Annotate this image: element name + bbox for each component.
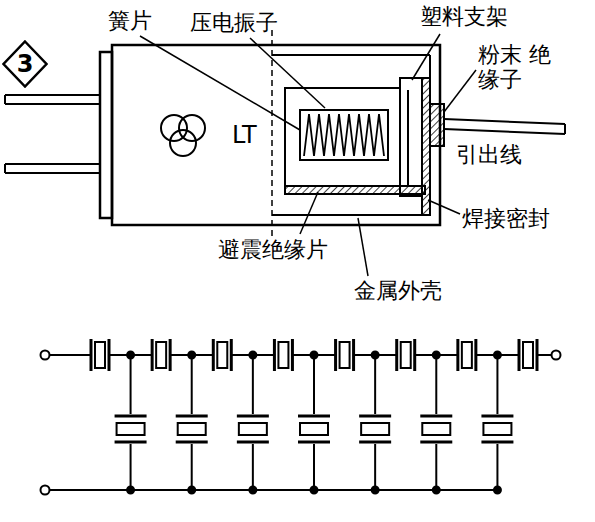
damper-label: 避震绝缘片 <box>218 237 328 262</box>
support-label: 塑料支架 <box>420 4 508 29</box>
shell-label: 金属外壳 <box>354 278 442 303</box>
model-mark: LT <box>232 122 257 150</box>
insulator-label: 粉末 绝缘子 <box>478 42 558 93</box>
seal-label: 焊接密封 <box>462 206 550 231</box>
diamond-badge: 3 <box>2 40 48 88</box>
badge-number: 3 <box>2 50 48 78</box>
ladder-filter-schematic <box>41 339 561 495</box>
vibrator-label: 压电振子 <box>190 10 278 35</box>
can-drawing <box>5 30 565 276</box>
reed-label: 簧片 <box>108 8 152 33</box>
lead-label: 引出线 <box>456 142 522 167</box>
